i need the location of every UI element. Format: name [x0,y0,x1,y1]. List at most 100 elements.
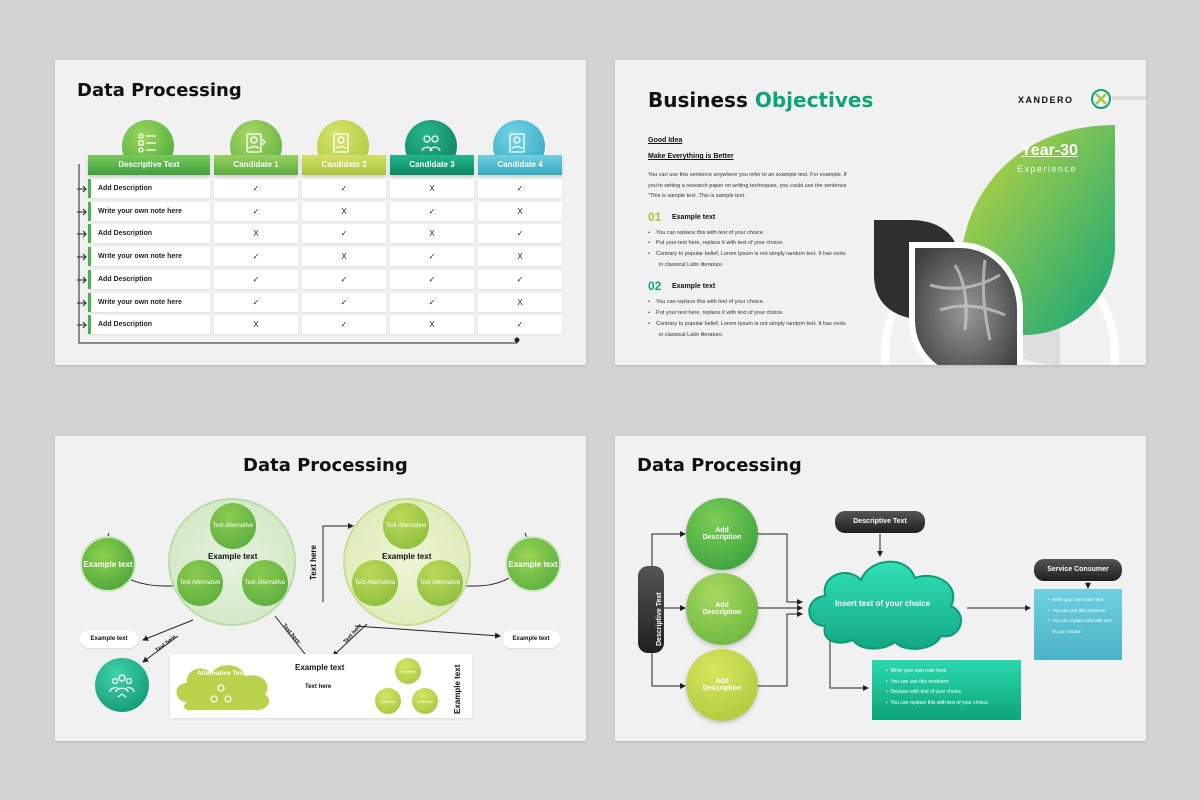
subheading: Make Everything is Better [648,153,734,160]
item-1-bullet-2: • Put your text here, replace it with te… [648,240,784,246]
header-candidate-3: Candidate 3 [390,155,474,175]
text-here-vertical: Text here [309,545,318,580]
table-row-label: Add Description [88,269,210,289]
leaf-graphic [874,125,1119,365]
table-cell: ✓ [214,247,298,267]
candidate-icon [333,133,349,153]
table-cell: X [478,292,562,312]
item-1-bullet-3: • Contrary to popular belief, Lorem Ipsu… [648,251,846,257]
team-circle [95,658,149,712]
table-cell: ✓ [390,292,474,312]
brand-name: XANDERO [1018,95,1074,105]
header-candidate-1: Candidate 1 [214,155,298,175]
slide-title: Data Processing [637,455,802,476]
cloud-shape [176,665,270,711]
text-here-horizontal: Text here [305,684,332,690]
flow-connectors [651,531,1091,691]
table-cell: ✓ [390,247,474,267]
list-icon [138,133,156,153]
table-row-label: Write your own note here [88,247,210,267]
service-consumer-pill: Service Consumer [1034,559,1122,581]
cloud-text: Insert text of your choice [835,599,931,608]
team-icon [109,674,135,698]
table-cell: X [390,224,474,244]
year-label: Year-30 [1021,142,1078,159]
item-number-1: 01 [648,210,662,224]
item-number-2: 02 [648,279,662,293]
table-cell: X [390,315,474,335]
table-row-label: Add Description [88,224,210,244]
mini-circle-top: Text here [395,658,421,684]
right-cluster-label: Example text [382,552,432,561]
table-row-label: Add Description [88,179,210,198]
item-2-bullet-3b: in classical Latin literature. [659,332,724,338]
left-example-circle: Example text [80,536,136,592]
table-cell: ✓ [302,224,386,244]
table-cell: X [214,224,298,244]
blue-box-line-3: • You can replace this with text [1048,618,1112,623]
add-description-circle-2: Add Description [686,573,758,645]
right-cluster-left: Text Alternative [352,560,398,606]
green-box-line-1: • Write your own note here [886,668,947,674]
item-2-bullet-2: • Put your text here, replace it with te… [648,310,784,316]
alternative-text-label: Alternative Text [197,670,246,677]
candidate-icon [509,133,525,153]
slide-title: Data Processing [243,455,408,476]
table-cell: X [214,315,298,335]
item-2-bullet-3: • Contrary to popular belief, Lorem Ipsu… [648,321,846,327]
network-icon [210,684,232,703]
example-pill-right: Example text [502,630,560,648]
slide-title: Data Processing [77,80,242,101]
mini-circle-right: Text here [412,688,438,714]
good-idea-heading: Good Idea [648,137,683,144]
item-2-bullet-1: • You can replace this with text of your… [648,299,765,305]
table-cell: ✓ [390,201,474,221]
table-cell: ✓ [214,201,298,221]
slide-data-processing-flow[interactable]: Data Processing Descriptive Text Add Des… [615,436,1146,741]
table-row-label: Add Description [88,315,210,335]
cloud-shape [808,560,962,650]
slide-data-processing-table[interactable]: Data Processing Descriptive Text Candida… [55,60,586,365]
right-cluster-right: Text Alternative [417,560,463,606]
title-part2: Objectives [754,88,874,112]
table-cell: ✓ [302,269,386,289]
table-cell: X [302,247,386,267]
header-descriptive: Descriptive Text [88,155,210,175]
center-example-label: Example text [295,663,345,672]
experience-label: Experience [1017,164,1078,174]
slide-business-objectives[interactable]: Business Objectives XANDERO Good Idea Ma… [615,60,1146,365]
table-cell: ✓ [214,269,298,289]
table-cell: ✓ [478,315,562,335]
table-cell: ✓ [478,269,562,289]
slide-title: Business Objectives [648,88,873,112]
blue-box-line-2: • You can use this sentence [1048,607,1106,613]
table-cell: ✓ [478,179,562,198]
green-notes-box: • Write your own note here • You can use… [872,660,1021,720]
table-cell: X [390,179,474,198]
table-cell: ✓ [390,269,474,289]
candidate-icon [246,133,266,153]
left-cluster-left: Text Alternative [177,560,223,606]
left-cluster-right: Text Alternative [242,560,288,606]
table-cell: X [478,201,562,221]
item-1-bullet-3b: in classical Latin literature. [659,262,724,268]
right-example-circle: Example text [505,536,561,592]
header-candidate-4: Candidate 4 [478,155,562,175]
add-description-circle-3: Add Description [686,649,758,721]
right-cluster-top: Text Alternative [383,503,429,549]
brand-check-icon [1091,89,1146,109]
header-candidate-2: Candidate 2 [302,155,386,175]
table-row-label: Write your own note here [88,201,210,221]
intro-paragraph: You can use this sentence anywhere you r… [648,172,847,199]
candidate-icon [421,135,441,152]
item-1-bullet-1: • You can replace this with text of your… [648,230,765,236]
blue-box-line-1: • Write your own note here [1048,597,1104,602]
table-cell: X [478,247,562,267]
slide-data-processing-diagram[interactable]: Data Processing Example text Example tex… [55,436,586,741]
example-pill-left: Example text [80,630,138,648]
blue-box-line-4: of your choice. [1051,628,1082,634]
descriptive-text-pill: Descriptive Text [835,511,925,533]
mini-circle-left: Text here [375,688,401,714]
example-text-vertical: Example text [453,664,462,714]
item-heading-2: Example text [672,283,716,290]
